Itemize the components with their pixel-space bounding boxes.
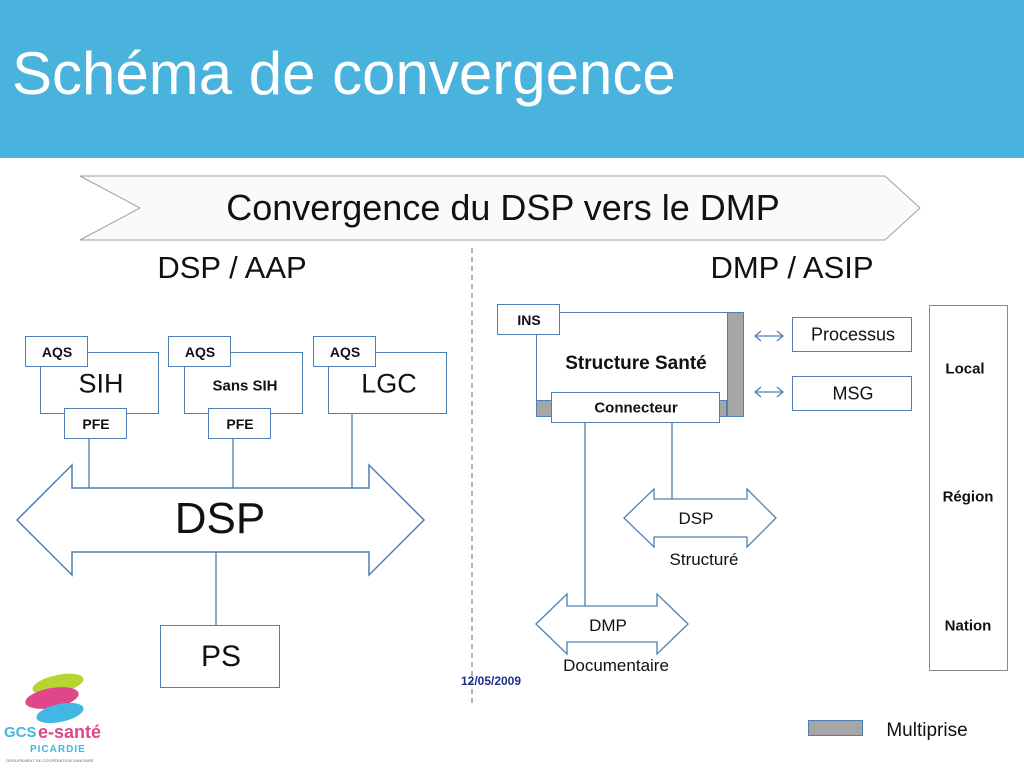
slide-date: 12/05/2009: [460, 674, 522, 688]
dmp-sublabel: Documentaire: [563, 656, 669, 675]
ins-label: INS: [517, 312, 541, 328]
logo-text-picardie: PICARDIE: [30, 744, 86, 755]
dsp-structure-label: DSP: [678, 509, 714, 528]
banner-arrow: [79, 175, 921, 241]
processus-label: Processus: [810, 324, 896, 345]
right-heading: DMP / ASIP: [710, 250, 874, 285]
aqs-tag: AQS: [168, 336, 231, 367]
levels-box: Local Région Nation: [929, 305, 1008, 671]
pfe-tag: PFE: [64, 408, 127, 439]
title-bar: [0, 0, 1024, 158]
msg-box: MSG: [792, 376, 912, 411]
dmp-documentaire-arrow: [535, 592, 689, 656]
dsp-label: DSP: [174, 494, 266, 543]
left-heading: DSP / AAP: [157, 250, 307, 285]
ins-tag: INS: [497, 304, 560, 335]
logo-text-subtitle: GROUPEMENT DE COOPÉRATION SANITAIRE: [6, 758, 94, 763]
aqs-tag: AQS: [25, 336, 88, 367]
aqs-label: AQS: [184, 344, 216, 360]
structure-sante-label: Structure Santé: [565, 353, 707, 374]
dmp-label: DMP: [589, 616, 627, 635]
aqs-tag: AQS: [313, 336, 376, 367]
dsp-structure-arrow: [623, 487, 777, 549]
legend-label: Multiprise: [886, 720, 968, 741]
dsp-double-arrow: [15, 463, 426, 577]
system-label: Sans SIH: [212, 377, 278, 395]
double-arrow-icon: [753, 386, 785, 398]
pfe-tag: PFE: [208, 408, 271, 439]
logo-text-esante: e-santé: [38, 722, 102, 742]
multiprise-bar: [727, 312, 744, 417]
dsp-structure-sublabel: Structuré: [669, 550, 739, 569]
slide-title: Schéma de convergence: [12, 40, 676, 107]
banner-text: Convergence du DSP vers le DMP: [226, 187, 780, 228]
msg-label: MSG: [832, 383, 874, 404]
system-label: LGC: [361, 368, 417, 399]
connecteur-box: Connecteur: [551, 392, 720, 423]
legend-swatch: [808, 720, 863, 736]
ps-box: PS: [160, 625, 280, 688]
logo-text-gcs: GCS: [4, 724, 37, 741]
ps-label: PS: [200, 640, 242, 673]
connecteur-label: Connecteur: [594, 399, 678, 417]
gcs-esante-logo: GCS e-santé PICARDIE GROUPEMENT DE COOPÉ…: [0, 668, 112, 768]
aqs-label: AQS: [41, 344, 73, 360]
pfe-label: PFE: [82, 416, 110, 432]
level-local: Local: [945, 360, 985, 378]
double-arrow-icon: [753, 330, 785, 342]
level-region: Région: [942, 488, 994, 506]
logo-swirl-icon: [25, 673, 84, 724]
system-label: SIH: [78, 368, 124, 399]
processus-box: Processus: [792, 317, 912, 352]
aqs-label: AQS: [329, 344, 361, 360]
level-nation: Nation: [944, 617, 992, 635]
pfe-label: PFE: [226, 416, 254, 432]
